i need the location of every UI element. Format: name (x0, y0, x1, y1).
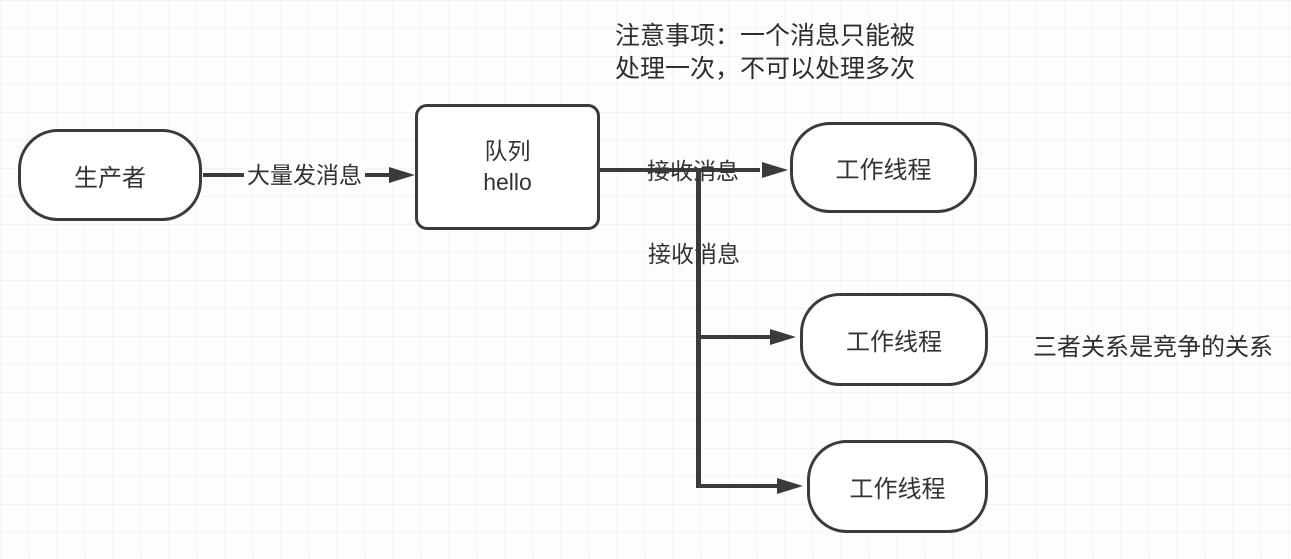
edge-consume1-arrowhead (762, 162, 788, 178)
edge-consume1-label: 接收消息 (647, 158, 739, 184)
node-worker-3: 工作线程 (807, 440, 988, 533)
edge-branch-worker2-line (696, 335, 770, 339)
node-queue-label-line2: hello (483, 169, 532, 195)
edge-consume2-label: 接收消息 (648, 241, 740, 267)
edge-trunk-vertical-line (696, 168, 701, 488)
node-worker-3-label: 工作线程 (849, 476, 946, 503)
node-worker-2-label: 工作线程 (846, 329, 942, 356)
edge-branch-worker3-line (696, 484, 777, 488)
edge-produce-label: 大量发消息 (244, 162, 365, 188)
edge-produce-arrowhead (389, 167, 415, 183)
node-worker-2: 工作线程 (800, 293, 988, 386)
edge-consume1-line (600, 168, 760, 172)
node-worker-1: 工作线程 (790, 122, 977, 213)
node-queue-label-line1: 队列 (484, 138, 531, 164)
annotation-note: 注意事项：一个消息只能被 处理一次，不可以处理多次 (615, 22, 916, 83)
node-producer: 生产者 (18, 129, 202, 221)
node-queue-label: 队列 hello (483, 136, 532, 198)
node-producer-label: 生产者 (74, 164, 146, 192)
annotation-competition: 三者关系是竞争的关系 (1033, 334, 1273, 361)
edge-branch-worker2-arrowhead (770, 329, 796, 345)
node-queue: 队列 hello (415, 104, 600, 230)
edge-branch-worker3-arrowhead (777, 478, 803, 494)
node-worker-1-label: 工作线程 (835, 157, 932, 184)
